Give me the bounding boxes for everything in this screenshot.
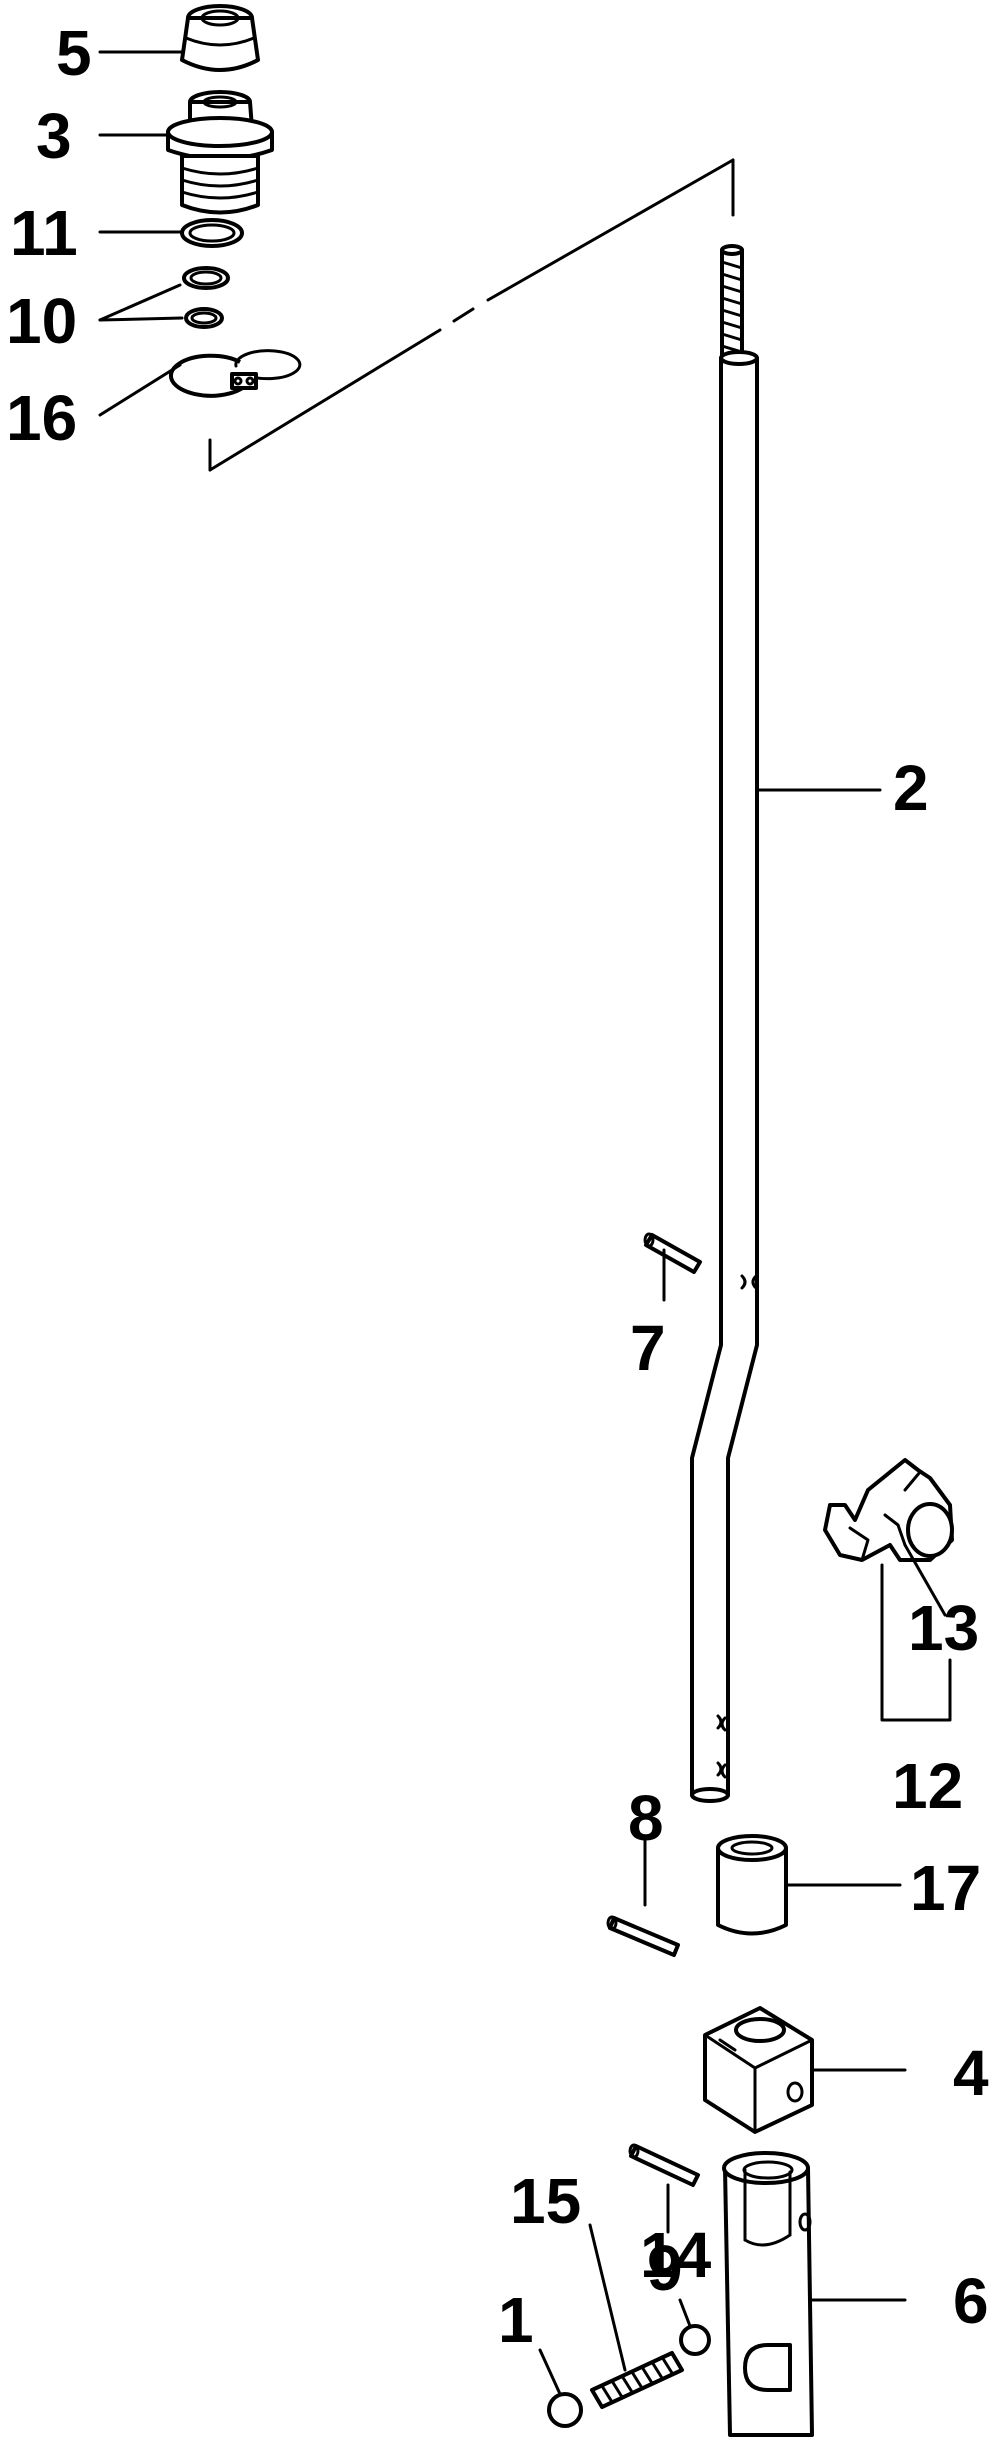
part-10-o-rings (182, 266, 230, 329)
callout-4: 4 (953, 2037, 989, 2109)
part-9-pin (628, 2143, 700, 2187)
callout-7: 7 (630, 1312, 666, 1384)
part-17-sleeve (716, 1834, 788, 1936)
callout-1: 1 (498, 2284, 534, 2356)
callout-11: 11 (10, 197, 78, 269)
part-4-block (703, 2006, 814, 2134)
callout-6: 6 (953, 2265, 989, 2337)
part-3-seal-housing (166, 90, 274, 215)
callout-15: 15 (510, 2165, 581, 2237)
assembly-leader-line (208, 158, 735, 472)
part-15-spring (590, 2351, 684, 2409)
callout-9: 9 (647, 2232, 683, 2304)
part-16-retaining-ring (168, 349, 302, 398)
callout-5: 5 (56, 17, 92, 89)
part-6-tube (722, 2151, 814, 2437)
callout-2: 2 (893, 752, 929, 824)
callout-13: 13 (908, 1592, 979, 1664)
part-1-ball (547, 2392, 583, 2428)
part-2-shift-shaft (690, 244, 759, 1803)
callout-3: 3 (36, 100, 72, 172)
part-13-clip (823, 1458, 954, 1562)
callout-16: 16 (6, 382, 77, 454)
callout-8: 8 (628, 1782, 664, 1854)
callout-10: 10 (6, 285, 77, 357)
leader-lines (98, 50, 952, 2396)
part-14-ball (679, 2324, 711, 2356)
callout-17: 17 (910, 1852, 981, 1924)
part-11-o-ring (180, 218, 244, 248)
callout-14: 14 (640, 2219, 712, 2291)
callouts: 5 3 11 10 16 2 7 13 12 8 17 4 9 15 14 6 … (6, 17, 989, 2356)
part-5-bushing (180, 4, 260, 72)
part-7-pin (643, 1232, 702, 1274)
part-8-pin (606, 1915, 680, 1957)
callout-12: 12 (892, 1750, 963, 1822)
